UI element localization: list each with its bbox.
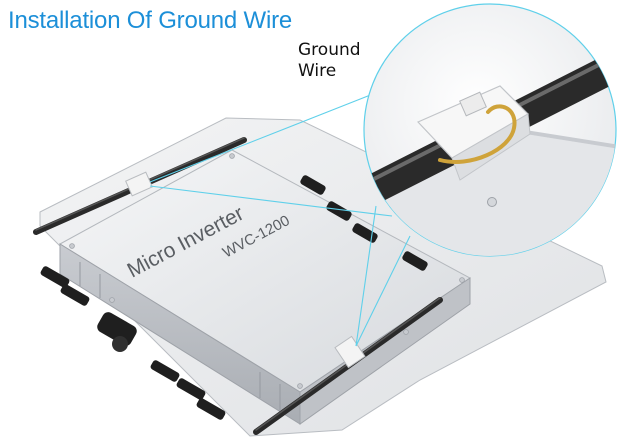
callout-line-1: Ground — [298, 40, 361, 60]
ground-wire-clip-icon — [125, 171, 153, 197]
screw-head-icon — [297, 383, 303, 389]
ground-wire-clip-icon — [334, 335, 366, 369]
screw-head-icon — [69, 243, 75, 249]
screw-head-icon — [487, 197, 497, 207]
zoomed-ground-wire-clip-icon — [416, 85, 531, 181]
copper-ground-wire-icon — [438, 104, 517, 164]
callout-leader-lines — [149, 91, 411, 347]
zoom-detail-circle — [363, 3, 617, 257]
ground-wire-callout-label: Ground Wire — [298, 40, 361, 82]
screw-head-icon — [459, 277, 465, 283]
inverter-body — [59, 149, 471, 425]
dc-connector-icon — [40, 266, 90, 306]
connectors — [40, 175, 428, 420]
callout-line-2: Wire — [298, 61, 337, 81]
dc-connector-icon — [300, 175, 428, 271]
ac-connector-icon — [97, 312, 137, 352]
screw-head-icon — [229, 153, 235, 159]
screw-head-icon — [109, 297, 115, 303]
page-title: Installation Of Ground Wire — [8, 7, 293, 34]
dc-connector-icon — [150, 360, 226, 420]
screw-head-icon — [403, 329, 409, 335]
